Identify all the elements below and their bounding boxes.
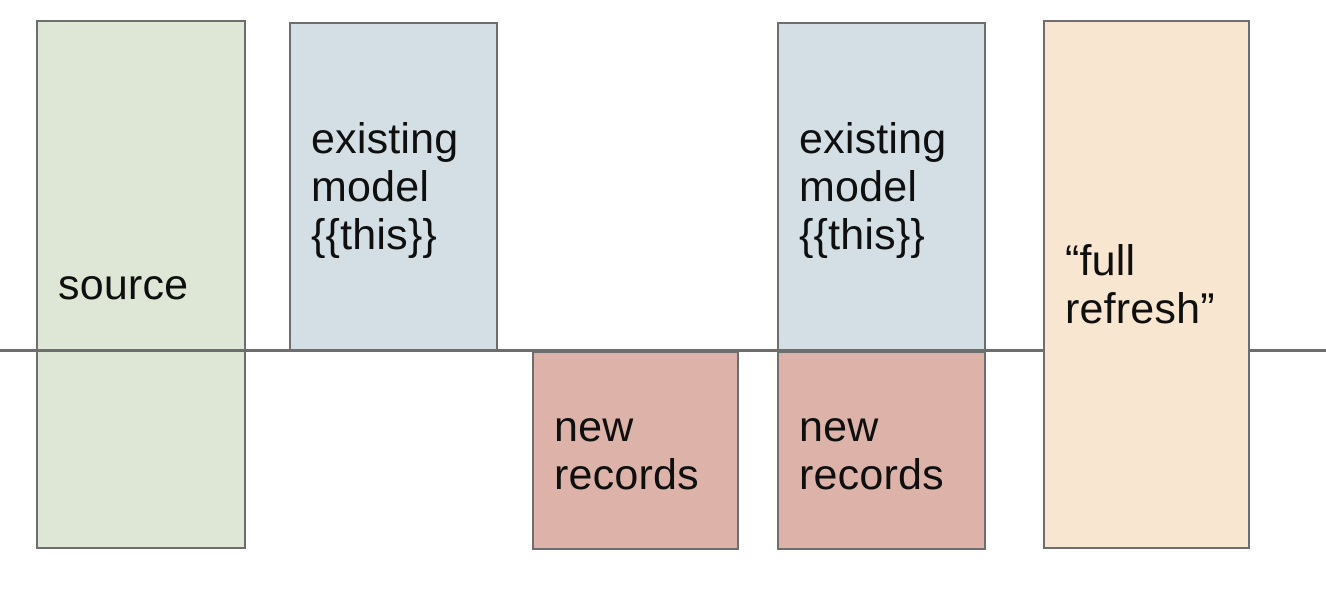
new-records-box-2-label: new records — [799, 402, 944, 499]
new-records-box-2: new records — [777, 351, 986, 550]
existing-model-box-2: existing model {{this}} — [777, 22, 986, 352]
existing-model-box-2-label: existing model {{this}} — [799, 115, 947, 259]
full-refresh-box-label: “full refresh” — [1065, 236, 1215, 333]
existing-model-box-1: existing model {{this}} — [289, 22, 498, 352]
new-records-box-1-label: new records — [554, 402, 699, 499]
source-box-label: source — [58, 260, 189, 309]
new-records-box-1: new records — [532, 351, 739, 550]
full-refresh-box: “full refresh” — [1043, 20, 1250, 549]
divider-line — [0, 349, 1326, 352]
source-box: source — [36, 20, 246, 549]
existing-model-box-1-label: existing model {{this}} — [311, 115, 459, 259]
